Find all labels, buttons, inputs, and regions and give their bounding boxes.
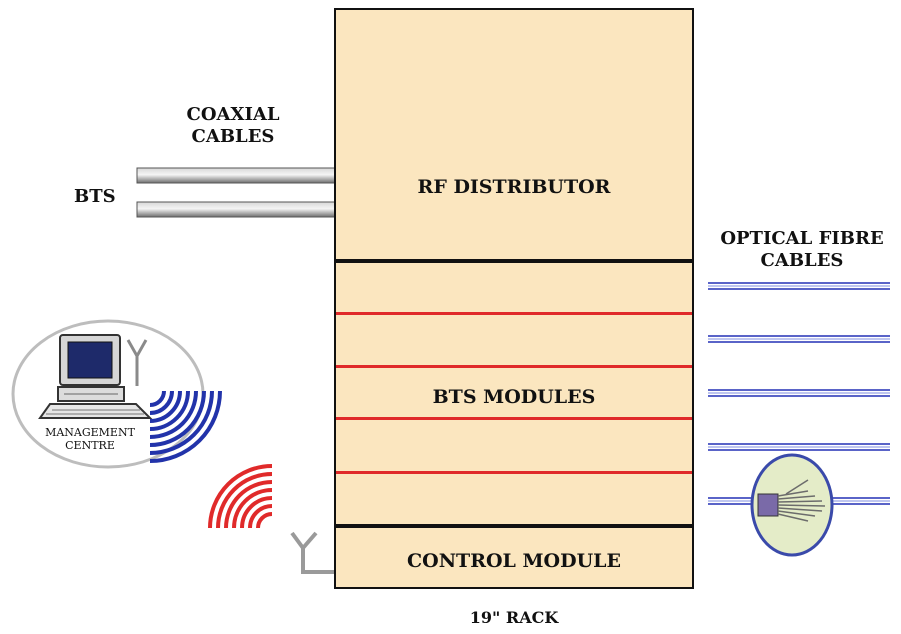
coaxial-cable <box>136 167 336 184</box>
fibre-cable <box>708 443 890 451</box>
coaxial-cables-label: COAXIAL CABLES <box>178 104 288 148</box>
bts-module-separator <box>336 471 692 474</box>
bts-label: BTS <box>74 186 116 207</box>
bts-modules-label: BTS MODULES <box>432 386 596 408</box>
wireless-signal-icon <box>208 464 273 529</box>
coaxial-cables-label-line: CABLES <box>191 126 275 147</box>
coaxial-cable <box>136 201 336 218</box>
management-centre-label-line: MANAGEMENT <box>45 426 135 439</box>
fibre-cable <box>708 335 890 343</box>
control-module-divider <box>336 524 692 528</box>
control-module-label: CONTROL MODULE <box>407 550 621 572</box>
rf-distributor-divider <box>336 259 692 263</box>
equipment-rack <box>334 8 694 589</box>
coaxial-cables <box>136 167 336 218</box>
antenna-icon <box>290 531 334 574</box>
rack-label: 19" RACK <box>469 608 559 627</box>
fibre-cross-section-icon <box>750 453 834 557</box>
optical-fibre-cables-label: OPTICAL FIBRE CABLES <box>712 228 892 272</box>
optical-fibre-cables-label-line: OPTICAL FIBRE <box>720 228 884 249</box>
management-centre-label-line: CENTRE <box>65 439 115 452</box>
fibre-cable <box>708 282 890 290</box>
management-centre-label: MANAGEMENT CENTRE <box>30 426 150 452</box>
fibre-cable <box>708 389 890 397</box>
optical-fibre-cables-label-line: CABLES <box>760 250 844 271</box>
computer-icon <box>38 334 153 419</box>
wireless-signal-icon <box>149 390 222 463</box>
coaxial-cables-label-line: COAXIAL <box>186 104 280 125</box>
antenna-icon <box>126 339 148 386</box>
bts-module-separator <box>336 365 692 368</box>
bts-module-separator <box>336 312 692 315</box>
rf-distributor-label: RF DISTRIBUTOR <box>417 176 611 198</box>
bts-module-separator <box>336 417 692 420</box>
